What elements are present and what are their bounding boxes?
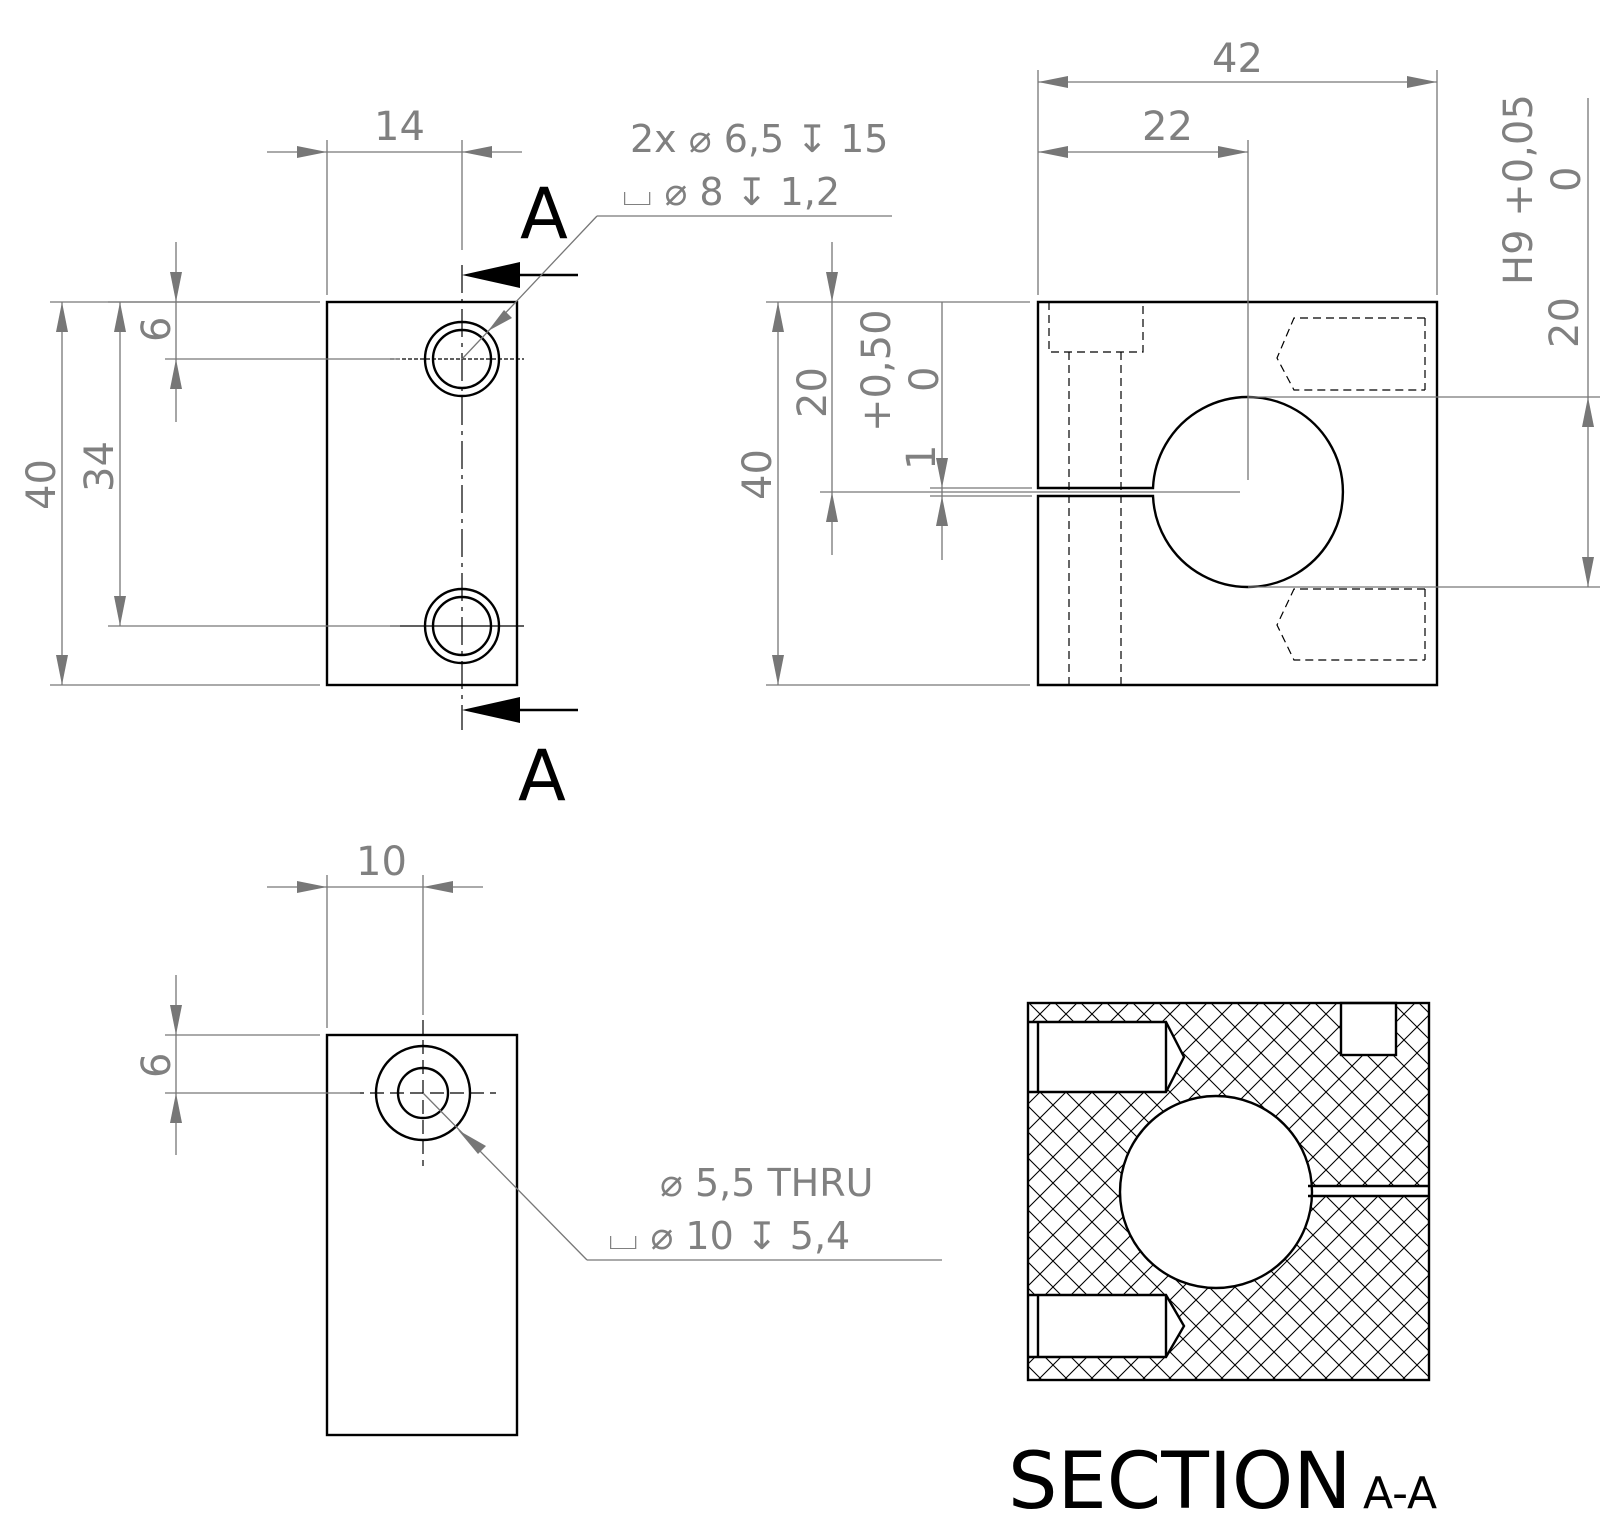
dim-side-half-text: 20: [790, 367, 836, 418]
dim-bore-tol-text: H9 +0,05: [1496, 94, 1542, 285]
dim-side-width: 42: [1037, 36, 1438, 295]
thru-callout-line2: ⌴ ⌀ 10 ↧ 5,4: [608, 1214, 850, 1258]
thru-callout-line1: ⌀ 5,5 THRU: [660, 1161, 873, 1205]
section-thread-bottom: [1028, 1293, 1186, 1359]
dim-front-height-text: 40: [19, 459, 65, 510]
side-hidden-thread-bottom: [1276, 588, 1426, 661]
dim-slot-width: 1: [899, 302, 1032, 560]
dim-front-height: 40: [19, 301, 320, 686]
dim-side-width-text: 42: [1212, 36, 1263, 82]
dim-bottom-offset: 6: [134, 975, 360, 1155]
side-view-outline: [1036, 300, 1439, 687]
dim-front-width-text: 14: [374, 104, 425, 150]
section-bore: [1118, 1094, 1314, 1290]
dim-slot-width-text: 1: [899, 445, 945, 470]
section-thread-top: [1028, 1020, 1186, 1094]
dim-bottom-width: 10: [267, 839, 483, 1028]
dim-bottom-width-text: 10: [356, 839, 407, 885]
bottom-view-outline: [325, 1033, 519, 1437]
thru-hole: [350, 1020, 496, 1166]
section-view: SECTION A-A: [1008, 1001, 1437, 1527]
side-view: 42 22 40 20 +0,50 0: [735, 36, 1600, 687]
section-marker-bottom: A: [518, 735, 566, 817]
section-slot: [1308, 1184, 1429, 1198]
counterbore-hole-bottom: [390, 587, 524, 665]
counterbore-callout: 2x ⌀ 6,5 ↧ 15 ⌴ ⌀ 8 ↧ 1,2: [461, 117, 892, 360]
dim-side-center: 22: [1038, 104, 1249, 480]
side-hidden-counterbore: [1048, 302, 1144, 685]
dim-side-center-text: 22: [1142, 104, 1193, 150]
section-arrow-bottom: [462, 697, 578, 723]
section-subtitle: A-A: [1363, 1468, 1437, 1519]
dim-front-width: 14: [267, 104, 522, 295]
dim-side-height: 40: [735, 301, 1030, 686]
counterbore-hole-top: [390, 320, 524, 398]
dim-hole-spacing-text: 34: [77, 441, 123, 492]
front-view: A A 14 40 34: [19, 104, 892, 817]
section-counterbore: [1339, 1001, 1398, 1057]
dim-slot-tol-lower: 0: [902, 367, 948, 392]
section-title: SECTION: [1008, 1437, 1352, 1527]
dim-hole-offset-top: 6: [134, 242, 400, 422]
dim-side-half: 20 +0,50 0: [790, 242, 1240, 555]
front-view-outline: [325, 300, 519, 687]
bottom-view: 10 6 ⌀ 5,5 THRU ⌴ ⌀ 10 ↧ 5,4: [134, 839, 942, 1437]
dim-bore-tol-lower-text: 0: [1544, 167, 1590, 192]
section-outline: [1026, 1001, 1431, 1382]
dim-bore: 20 H9 +0,05 0: [1248, 94, 1600, 588]
dim-bottom-offset-text: 6: [134, 1053, 180, 1078]
dim-hole-spacing: 34: [77, 301, 400, 627]
counterbore-callout-line2: ⌴ ⌀ 8 ↧ 1,2: [622, 170, 840, 214]
dim-bore-height-text: 20: [1542, 297, 1588, 348]
counterbore-callout-line1: 2x ⌀ 6,5 ↧ 15: [630, 117, 889, 161]
thru-callout: ⌀ 5,5 THRU ⌴ ⌀ 10 ↧ 5,4: [422, 1092, 942, 1261]
section-arrow-top: [462, 262, 578, 288]
dim-hole-offset-top-text: 6: [134, 317, 180, 342]
dim-side-height-text: 40: [735, 449, 781, 500]
side-hidden-thread-top: [1276, 317, 1426, 391]
dim-slot-tol-upper: +0,50: [854, 309, 900, 432]
section-marker-top: A: [520, 173, 568, 255]
